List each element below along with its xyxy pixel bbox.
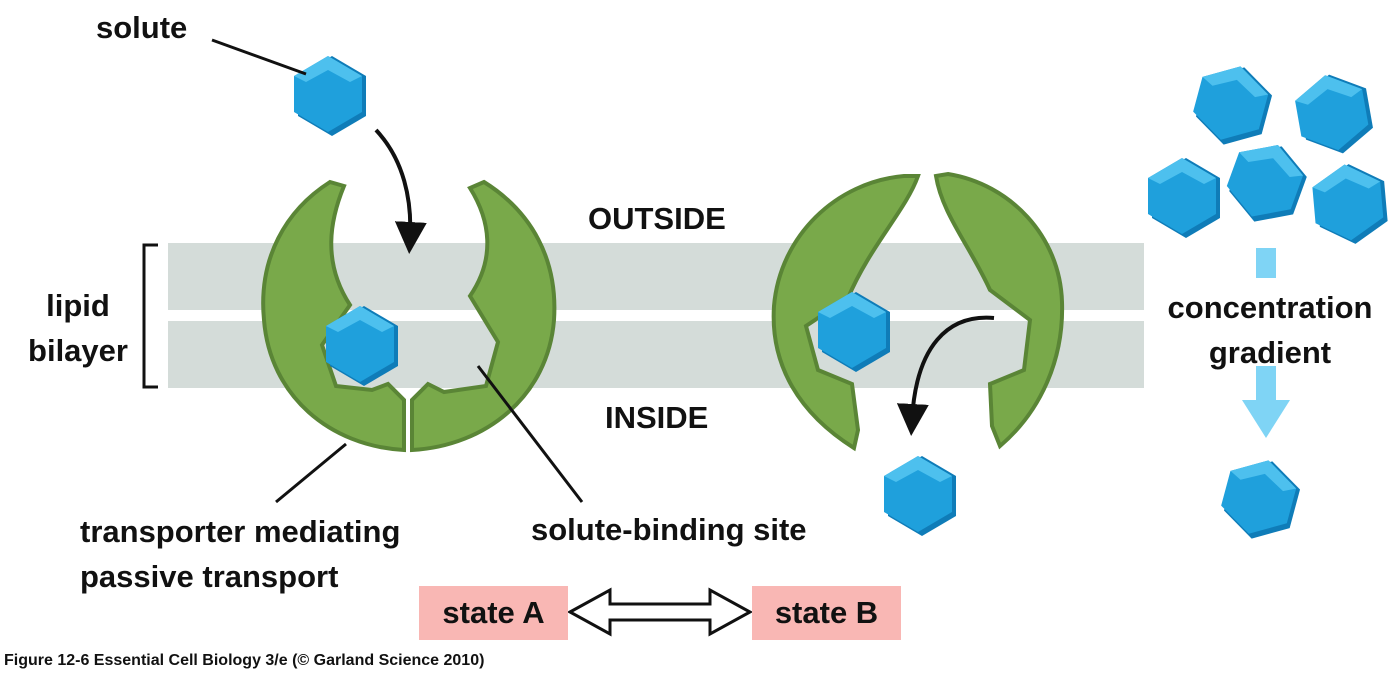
solute-leader-line [211,38,307,76]
binding-site-label: solute-binding site [531,512,807,547]
transporter-label: transporter mediating passive transport [80,510,400,600]
transporter-label-line2: passive transport [80,558,339,594]
concentration-gradient-label: concentration gradient [1150,286,1390,376]
entry-arrow [374,128,427,254]
gradient-arrow [1242,248,1290,438]
state-a-label: state A [442,595,545,630]
bilayer-bracket [142,243,158,389]
state-b-box: state B [752,586,901,640]
solute-low-concentration [1214,451,1306,548]
lipid-label-line1: lipid [46,288,110,323]
solute-incoming [294,56,366,136]
concentration-label-line1: concentration [1167,290,1373,325]
transporter-label-line1: transporter mediating [80,514,401,549]
state-b-label: state B [774,595,879,630]
transporter-state-a [261,179,557,453]
transporter-state-b [771,171,1065,452]
exit-arrow [896,315,995,436]
transporter-b-left-half [771,174,921,452]
concentration-label-line2: gradient [1208,334,1332,370]
outside-label: OUTSIDE [588,201,726,236]
solute-cluster-outside [1148,57,1390,248]
inside-label: INSIDE [605,400,709,435]
transporter-leader-line [275,442,347,504]
lipid-bilayer-label: lipid bilayer [20,284,136,374]
solute-label: solute [96,10,188,45]
transporter-b-right-half [933,171,1065,450]
state-exchange-arrow [566,587,754,637]
lipid-label-line2: bilayer [28,332,128,368]
solute-released [884,456,956,536]
transporter-a-left-half [261,179,406,453]
transporter-a-right-half [410,179,557,453]
state-a-box: state A [419,586,568,640]
figure-caption: Figure 12-6 Essential Cell Biology 3/e (… [4,652,485,669]
binding-site-leader-line [476,365,584,503]
